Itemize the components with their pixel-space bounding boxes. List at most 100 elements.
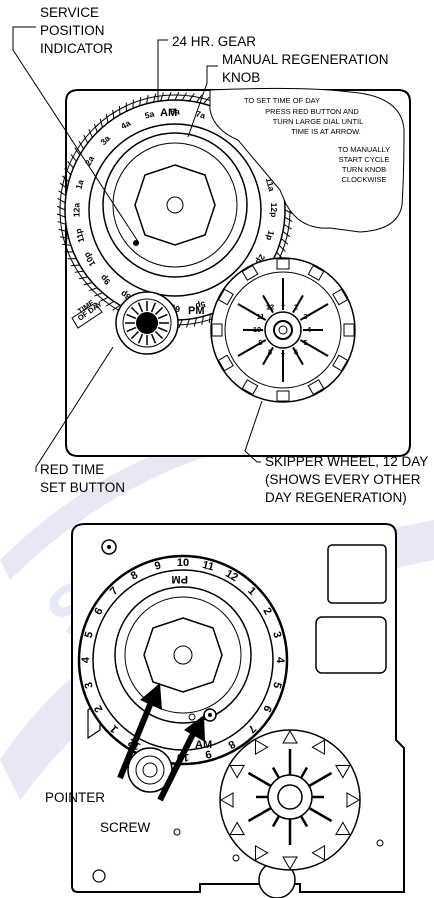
label-skipper-2: (SHOWS EVERY OTHER	[265, 472, 421, 487]
bottom-dial-number: 4	[80, 656, 92, 663]
bottom-skipper-wheel[interactable]	[219, 729, 361, 871]
gear-tooth	[146, 94, 149, 104]
skipper-spoke	[299, 339, 329, 357]
gear-tooth	[105, 113, 109, 123]
skipper-triangle	[282, 730, 298, 744]
dial-24hr-bottom[interactable]: 123456789101112123456789101112 PM AM	[77, 554, 289, 766]
instruction-time-line-3: TURN LARGE DIAL UNTIL	[273, 117, 364, 126]
gear-tooth	[78, 141, 84, 150]
skipper-triangle	[229, 764, 246, 779]
gear-tooth	[57, 221, 67, 225]
skipper-notch	[217, 288, 234, 306]
gear-tooth	[196, 94, 203, 103]
skipper-spoke	[299, 303, 329, 321]
bottom-dial-number: 11	[201, 559, 215, 574]
gear-tooth	[88, 129, 93, 138]
skipper-notch	[307, 264, 325, 281]
pointer-arrow	[117, 683, 162, 780]
label-red-button-2: SET BUTTON	[40, 480, 125, 495]
mount-hole-bottom-mid	[232, 854, 240, 862]
skipper-triangle	[254, 739, 269, 756]
button-tooth	[126, 313, 137, 320]
gear-tooth	[186, 318, 190, 328]
skipper-day: 7	[281, 351, 285, 360]
bottom-dial-number: 9	[204, 747, 213, 760]
bottom-diagram: 123456789101112123456789101112 PM AM	[45, 523, 405, 898]
bottom-dial-number: 9	[153, 560, 162, 573]
bottom-dial-number: 8	[129, 569, 140, 582]
skipper-day: 6	[294, 348, 298, 357]
skipper-triangle	[334, 764, 351, 779]
gear-tooth	[203, 96, 210, 105]
hour-label: 11p	[73, 227, 86, 243]
button-tooth	[137, 333, 144, 344]
bottom-dial-number: 2	[260, 606, 273, 617]
hour-label: 6a	[170, 106, 180, 116]
gear-tooth	[139, 97, 142, 106]
bottom-red-button[interactable]	[127, 747, 173, 793]
skipper-triangle	[311, 844, 326, 861]
bottom-dial-number: 6	[92, 606, 105, 617]
red-time-set-button[interactable]	[115, 291, 179, 355]
gear-tooth	[188, 93, 195, 102]
label-service-3: INDICATOR	[40, 41, 113, 56]
gear-tooth	[62, 243, 71, 246]
pm-label: PM	[188, 305, 205, 317]
button-tooth	[157, 326, 168, 333]
gear-tooth	[201, 316, 204, 326]
hour-label: 1a	[74, 178, 86, 190]
skipper-notch	[332, 288, 349, 306]
skipper-spoke	[271, 766, 281, 779]
button-tooth	[157, 313, 168, 320]
gear-tooth	[83, 282, 93, 286]
skipper-triangle	[282, 856, 298, 870]
skipper-day: 12	[266, 302, 274, 311]
bottom-dial-number: 2	[92, 703, 105, 714]
skipper-day: 11	[257, 312, 265, 321]
gear-tooth	[74, 270, 84, 273]
skipper-notch	[211, 323, 223, 337]
gear-tooth	[208, 314, 211, 323]
skipper-day: 3	[303, 312, 307, 321]
am-label: AM	[160, 107, 177, 119]
instruction-manual-line-2: START CYCLE	[339, 155, 390, 164]
gear-tooth	[59, 182, 68, 189]
label-24hr-gear: 24 HR. GEAR	[172, 34, 256, 49]
gear-tooth	[284, 216, 293, 223]
skipper-spoke	[299, 815, 309, 828]
skipper-spoke	[237, 303, 267, 321]
manual-regeneration-knob[interactable]	[102, 132, 248, 278]
gear-tooth	[106, 301, 115, 307]
label-manual-regen-2: KNOB	[222, 70, 260, 85]
instruction-time-line-2: PRESS RED BUTTON AND	[265, 107, 359, 116]
gear-tooth	[280, 238, 289, 245]
hour-label: 5a	[144, 108, 156, 120]
gear-tooth	[56, 213, 66, 218]
skipper-day: 1	[281, 299, 285, 308]
gear-tooth	[88, 287, 98, 292]
instruction-manual-line-1: TO MANUALLY	[338, 145, 390, 154]
skipper-notch	[332, 354, 349, 372]
button-tooth	[137, 302, 144, 313]
gear-tooth	[118, 105, 121, 115]
skipper-triangle	[229, 821, 246, 836]
skipper-notch	[217, 354, 234, 372]
gear-tooth	[178, 319, 183, 329]
skipper-spoke	[262, 294, 274, 314]
gear-tooth	[167, 91, 172, 101]
bottom-dial-number: 3	[83, 681, 96, 690]
instruction-manual-line-4: CLOCKWISE	[341, 175, 386, 184]
button-tooth	[130, 306, 140, 316]
skipper-notch	[343, 323, 355, 337]
button-tooth	[130, 330, 140, 340]
skipper-spoke	[271, 815, 281, 828]
label-pointer: POINTER	[45, 790, 105, 805]
button-tooth	[150, 302, 157, 313]
gear-tooth	[70, 154, 77, 162]
skipper-day: 2	[294, 302, 298, 311]
gear-tooth	[153, 93, 157, 103]
gear-tooth	[193, 317, 197, 327]
skipper-day: 9	[258, 338, 262, 347]
